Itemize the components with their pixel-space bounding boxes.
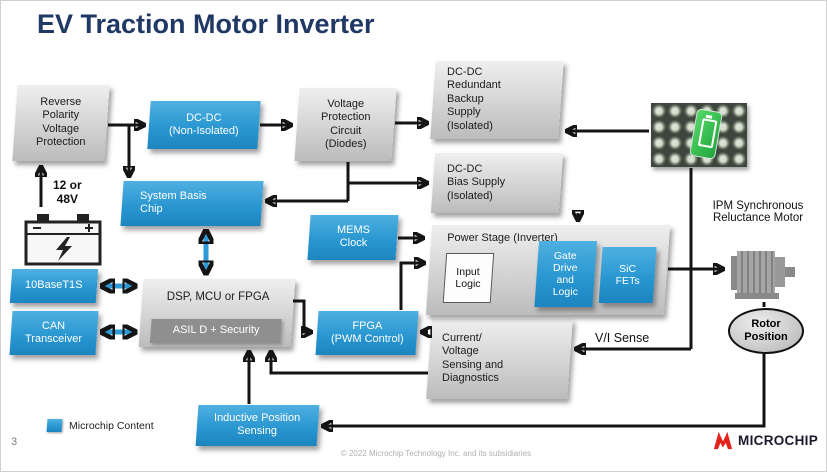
block-inductive-position-sensing: Inductive Position Sensing [195, 405, 320, 446]
block-gate-drive-and-logic: Gate Drive and Logic [534, 241, 598, 307]
arrow-fpga-to-power-stage [399, 263, 424, 310]
block-dcdc-redundant-backup-supply: DC-DC Redundant Backup Supply (Isolated) [430, 61, 564, 139]
block-label: FPGA (PWM Control) [330, 319, 404, 345]
block-label: CAN Transceiver [25, 319, 83, 345]
arrow-dsp-to-fpga [293, 299, 311, 332]
block-label: Inductive Position Sensing [214, 412, 301, 438]
arrow-current-voltage-sensing-to-dsp [271, 352, 428, 375]
block-dcdc-bias-supply: DC-DC Bias Supply (Isolated) [430, 153, 564, 213]
microchip-logo-text: MICROCHIP [738, 432, 818, 448]
block-system-basis-chip: System Basis Chip [120, 181, 264, 226]
block-label: Gate Drive and Logic [553, 249, 579, 299]
block-label-text: DSP, MCU or FPGA [166, 291, 270, 303]
block-label: ASIL D + Security [172, 324, 260, 337]
legend: Microchip Content [46, 419, 154, 432]
page-number: 3 [11, 436, 18, 448]
copyright-text: © 2022 Microchip Technology Inc. and its… [340, 449, 532, 458]
block-can-transceiver: CAN Transceiver [9, 311, 99, 355]
battery-voltage-label: 12 or 48V [53, 178, 82, 206]
green-battery-icon [689, 108, 723, 160]
block-fpga-pwm-control: FPGA (PWM Control) [315, 311, 419, 355]
block-label: System Basis Chip [140, 190, 207, 216]
block-label: Voltage Protection Circuit (Diodes) [320, 97, 371, 150]
page-title: EV Traction Motor Inverter [37, 9, 375, 39]
block-mems-clock: MEMS Clock [307, 215, 399, 260]
block-10baset1s: 10BaseT1S [9, 269, 99, 303]
ipm-motor-label: IPM Synchronous Reluctance Motor [712, 200, 804, 224]
rotor-position-ellipse: Rotor Position [728, 308, 804, 354]
microchip-logo-mark [713, 431, 733, 450]
block-current-voltage-sensing: Current/ Voltage Sensing and Diagnostics [426, 319, 573, 399]
block-voltage-protection-circuit: Voltage Protection Circuit (Diodes) [294, 88, 397, 161]
block-label: MEMS Clock [336, 224, 370, 250]
microchip-logo: MICROCHIP [712, 430, 818, 450]
block-input-logic: Input Logic [442, 253, 495, 303]
vi-sense-label: V/I Sense [595, 331, 650, 345]
block-dsp-mcu-fpga: DSP, MCU or FPGA ASIL D + Security [138, 279, 296, 347]
block-sic-fets: SiC FETs [598, 247, 657, 303]
battery-icon [24, 214, 102, 266]
block-label: Rotor Position [744, 318, 788, 343]
block-label: DC-DC Redundant Backup Supply (Isolated) [447, 66, 501, 133]
block-label: Reverse Polarity Voltage Protection [36, 96, 86, 149]
legend-label: Microchip Content [69, 419, 154, 432]
microchip-content-swatch [46, 419, 63, 432]
block-dcdc-non-isolated: DC-DC (Non-Isolated) [147, 101, 261, 149]
block-power-stage-inverter: Power Stage (Inverter) Input Logic Gate … [425, 225, 671, 315]
battery-cells-image [651, 103, 747, 167]
block-label: DC-DC Bias Supply (Isolated) [447, 162, 506, 202]
block-label: Input Logic [455, 265, 481, 290]
block-label: DC-DC (Non-Isolated) [169, 111, 239, 137]
motor-icon [731, 251, 795, 299]
block-label: Current/ Voltage Sensing and Diagnostics [442, 332, 504, 385]
block-reverse-polarity-protection: Reverse Polarity Voltage Protection [12, 85, 110, 161]
block-asil-d-security: ASIL D + Security [149, 319, 282, 343]
block-label: DSP, MCU or FPGA [142, 290, 295, 304]
block-label: SiC FETs [615, 262, 640, 287]
block-label: 10BaseT1S [25, 279, 83, 292]
